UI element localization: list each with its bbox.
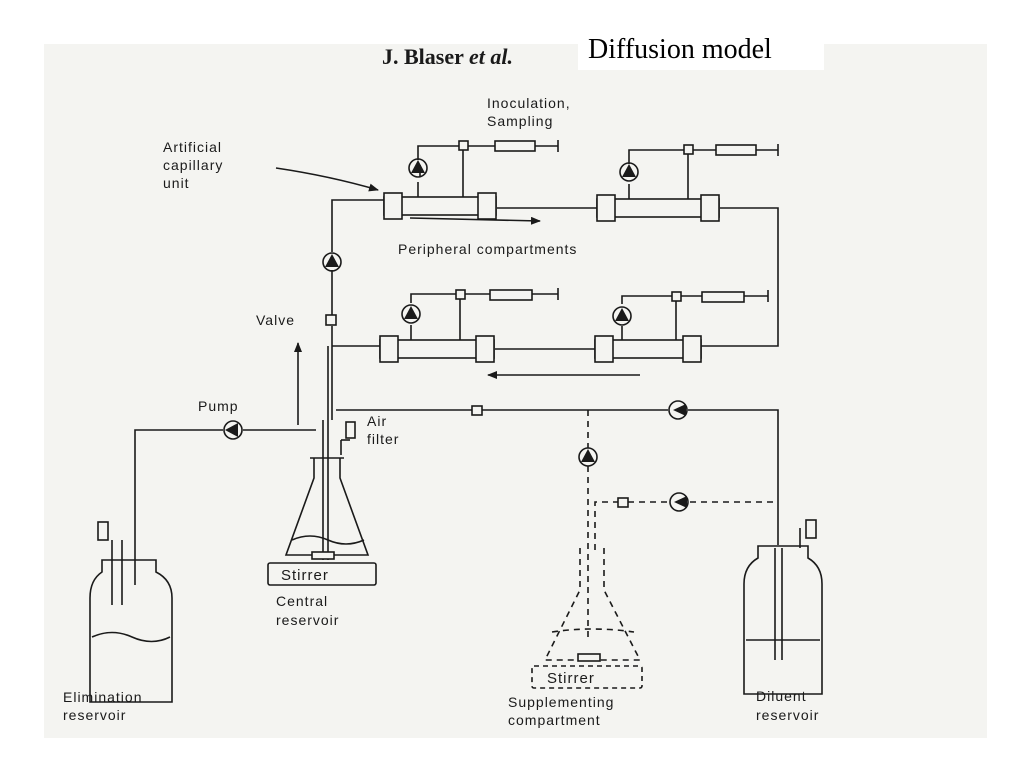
label-stirrer-supplementing: Stirrer [547,670,595,687]
slide-title: Diffusion model [578,30,824,70]
pump-icon [669,492,689,512]
stirrer-supplementing [531,665,643,689]
elimination-line [134,420,316,585]
label-artificial-capillary: Artificial capillary unit [163,139,228,191]
diluent-line [336,400,779,545]
pump-icon [578,447,598,467]
lower-circuit [331,288,769,420]
pump-icon [408,158,428,178]
author-name: J. Blaser [382,44,464,69]
scanned-figure-background [44,44,987,738]
diluent-reservoir-bottle [743,519,823,695]
author-etal: et al. [468,44,513,69]
stirrer-central [267,562,377,586]
central-reservoir-flask [267,421,377,586]
label-peripheral: Peripheral compartments [398,241,577,257]
label-valve: Valve [256,312,295,328]
air-filter-icon [805,519,817,539]
label-stirrer-central: Stirrer [281,567,329,584]
figure-author: J. Blaser et al. [382,44,513,70]
label-inoculation: Inoculation, Sampling [487,95,576,129]
label-elimination-reservoir: Elimination reservoir [63,689,147,723]
stir-bar [577,653,601,662]
valve-icon [471,405,483,416]
sampling-port [671,291,682,302]
air-filter-icon [345,421,356,439]
label-supplementing-compartment: Supplementing compartment [508,694,619,728]
central-feed-line [294,205,342,560]
syringe-icon [489,289,533,301]
supplementing-lines [578,410,778,640]
air-filter-icon [97,521,109,541]
pump-icon [322,252,342,272]
label-air-filter: Air filter [367,413,399,447]
syringe-icon [701,291,745,303]
sampling-port [455,289,466,300]
label-central-reservoir: Central reservoir [276,593,339,628]
sampling-port [683,144,694,155]
label-pump: Pump [198,398,239,414]
pump-icon [223,420,243,440]
pump-icon [668,400,688,420]
valve-icon [325,314,337,326]
stir-bar [311,551,335,560]
flow-arrow-right [409,216,541,225]
pump-icon [619,162,639,182]
valve-icon [617,497,629,508]
syringe-icon [494,140,536,152]
upper-loop-tubing [331,199,779,347]
pointer-arrow-artificial-capillary [275,167,379,192]
pump-icon [612,306,632,326]
elimination-reservoir-bottle [89,521,173,703]
upper-circuit [331,140,779,347]
label-diluent-reservoir: Diluent reservoir [756,688,819,723]
syringe-icon [715,144,757,156]
supplementing-compartment-flask [531,548,643,689]
pump-icon [401,304,421,324]
sampling-port [458,140,469,151]
